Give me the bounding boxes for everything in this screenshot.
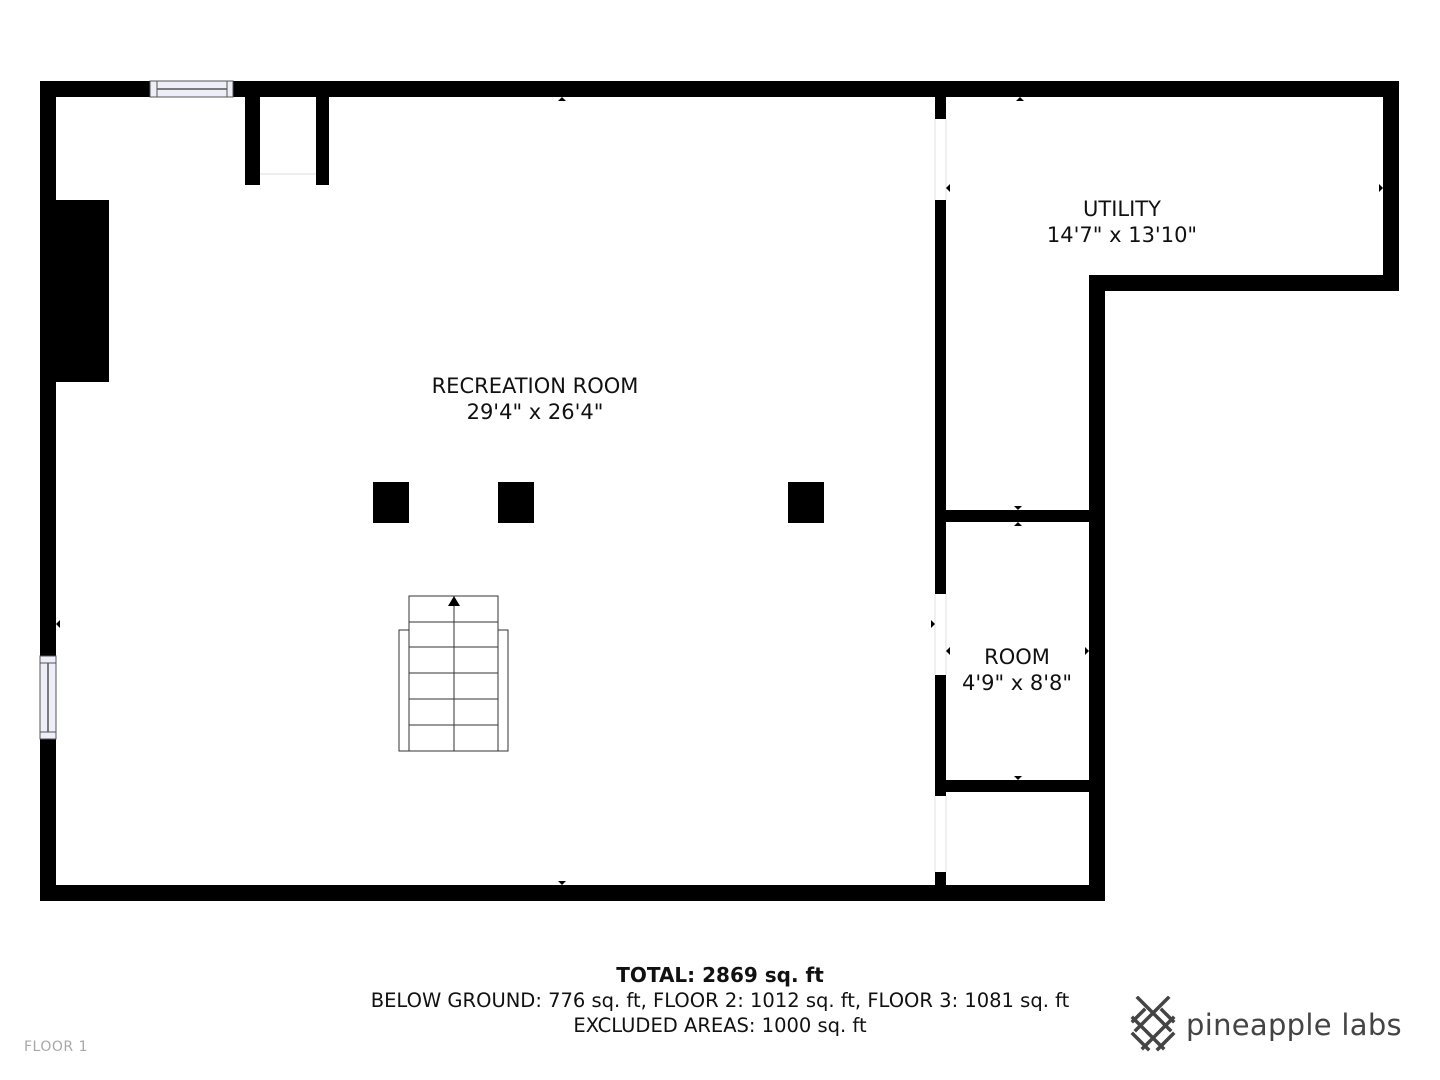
room-dimensions: 4'9" x 8'8": [961, 671, 1073, 695]
column: [373, 482, 409, 523]
total-area: TOTAL: 2869 sq. ft: [616, 963, 824, 987]
stairs-up-icon: [398, 595, 509, 752]
dimension-markers: [56, 97, 1383, 885]
room-name: ROOM: [984, 645, 1050, 669]
brand-logo: pineapple labs: [1130, 996, 1402, 1054]
area-totals: TOTAL: 2869 sq. ft BELOW GROUND: 776 sq.…: [371, 963, 1070, 1038]
room-dimensions: 14'7" x 13'10": [1046, 223, 1198, 247]
column: [498, 482, 534, 523]
room-label-utility: UTILITY 14'7" x 13'10": [1047, 196, 1197, 248]
floor-label: FLOOR 1: [24, 1039, 88, 1055]
room-dimensions: 29'4" x 26'4": [466, 400, 604, 424]
pineapple-lattice-icon: [1130, 996, 1176, 1052]
room-name: RECREATION ROOM: [431, 374, 639, 398]
window-top: [149, 80, 234, 98]
window-left: [39, 655, 57, 740]
walls: [40, 81, 1399, 901]
column: [788, 482, 824, 523]
room-name: UTILITY: [1083, 197, 1161, 221]
room-label-recreation: RECREATION ROOM 29'4" x 26'4": [432, 373, 639, 425]
room-label-room: ROOM 4'9" x 8'8": [962, 644, 1072, 696]
excluded-areas: EXCLUDED AREAS: 1000 sq. ft: [573, 1014, 867, 1037]
area-breakdown: BELOW GROUND: 776 sq. ft, FLOOR 2: 1012 …: [370, 989, 1070, 1012]
brand-name: pineapple labs: [1186, 1008, 1402, 1042]
